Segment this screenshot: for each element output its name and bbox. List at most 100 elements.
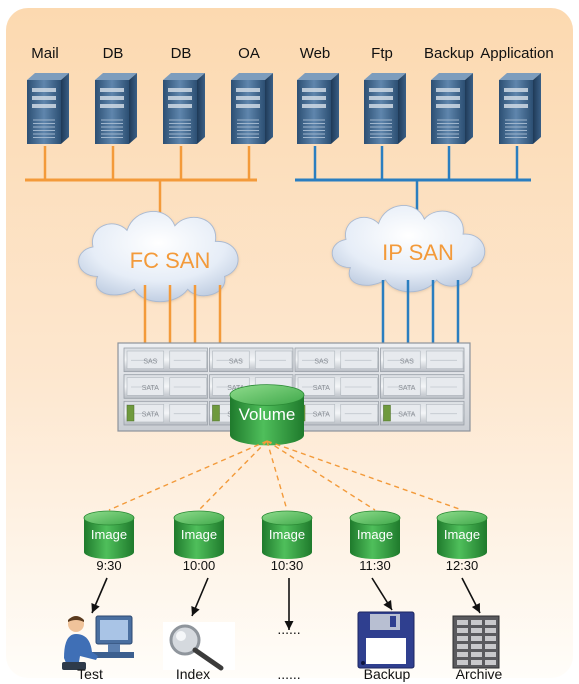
arrow-backup-head — [383, 599, 392, 610]
ip-san-label: IP SAN — [382, 240, 454, 265]
network-layer: FC SAN IP SAN — [25, 178, 531, 345]
server-drive-bay — [236, 96, 260, 100]
storage-drive — [254, 350, 293, 369]
rack-slot — [485, 660, 496, 665]
image-cylinder-top — [173, 510, 225, 526]
arrow-test-head — [91, 602, 100, 613]
ellipsis-top-label: ...... — [277, 621, 300, 637]
storage-bay-label: SAS — [229, 358, 243, 365]
storage-bay-label: SAS — [314, 358, 328, 365]
arrow-archive — [461, 577, 481, 614]
image-cylinder-label: Image — [269, 527, 305, 542]
person-body — [64, 634, 98, 668]
server-drive-bay — [302, 96, 326, 100]
target-label-3: Backup — [364, 666, 411, 682]
floppy-notch — [361, 661, 365, 665]
image-cylinder: Image — [436, 510, 488, 559]
arrow-index-head — [191, 605, 200, 616]
server-drive-bay — [302, 88, 326, 92]
rack-slot — [471, 628, 482, 633]
image-cylinder: Image — [349, 510, 401, 559]
fc-san-label: FC SAN — [130, 248, 211, 273]
server-drive-bay — [100, 88, 124, 92]
server-top — [163, 73, 205, 80]
storage-bay-sata: SATA — [380, 400, 465, 426]
server-drive-bay — [369, 104, 393, 108]
archive-rack-icon — [452, 615, 500, 669]
ip-san-cloud-shape — [331, 205, 486, 293]
rack-slot — [471, 652, 482, 657]
arrow-backup — [371, 577, 393, 611]
image-cylinder-body — [350, 518, 400, 559]
server-top — [431, 73, 473, 80]
rack-slot — [471, 620, 482, 625]
server-label: DB — [103, 45, 124, 62]
server-top — [231, 73, 273, 80]
server-mail-0: Mail — [27, 45, 69, 180]
storage-drive — [297, 350, 336, 369]
storage-bay-sata: SATA — [294, 374, 379, 399]
server-drive-bay — [504, 88, 528, 92]
storage-bay-sas: SAS — [123, 347, 208, 373]
storage-bay-sas: SAS — [294, 347, 379, 373]
rack-slot — [471, 636, 482, 641]
storage-bay-label: SATA — [398, 385, 416, 392]
server-application-7: Application — [480, 45, 554, 180]
volume-cylinder-top — [229, 384, 305, 406]
image-cylinder: Image — [261, 510, 313, 559]
storage-drive — [383, 350, 421, 369]
floppy-disk-icon — [357, 611, 415, 669]
rack-slot — [457, 652, 468, 657]
server-label: Backup — [424, 45, 474, 62]
storage-bay-sas: SAS — [209, 347, 294, 373]
server-label: Ftp — [371, 45, 393, 62]
volume-image-link — [266, 440, 463, 511]
rack-slot — [471, 644, 482, 649]
server-drive-bay — [436, 96, 460, 100]
server-drive-bay — [369, 88, 393, 92]
server-oa-3: OA — [231, 45, 273, 180]
server-web-4: Web — [297, 45, 339, 180]
keyboard — [92, 652, 134, 658]
storage-bay-sas: SAS — [380, 347, 465, 373]
server-drive-bay — [168, 88, 192, 92]
server-top — [27, 73, 69, 80]
arrow-test — [91, 577, 108, 614]
image-time-label: 10:30 — [271, 558, 304, 573]
image-cylinder-top — [349, 510, 401, 526]
image-cylinder-top — [83, 510, 135, 526]
server-top — [297, 73, 339, 80]
image-cylinder-label: Image — [357, 527, 393, 542]
monitor-screen — [100, 620, 128, 640]
storage-bay-label: SATA — [227, 385, 245, 392]
image-cylinder-body — [84, 518, 134, 559]
image-layer: Image9:30Image10:00Image10:30Image11:30I… — [62, 440, 503, 682]
storage-drive — [425, 377, 464, 396]
server-label: Mail — [31, 45, 59, 62]
server-drive-bay — [32, 88, 56, 92]
server-drive-bay — [236, 88, 260, 92]
storage-led-icon — [212, 405, 220, 422]
server-drive-bay — [168, 96, 192, 100]
server-side — [265, 73, 273, 144]
storage-bay-label: SAS — [143, 358, 157, 365]
image-cylinder-body — [437, 518, 487, 559]
server-side — [465, 73, 473, 144]
rack-slot — [485, 644, 496, 649]
server-layer: Mail DB DB OA Web Ftp Backup Application — [27, 45, 554, 180]
server-label: DB — [171, 45, 192, 62]
server-label: OA — [238, 45, 260, 62]
storage-drive — [126, 377, 165, 396]
server-drive-bay — [436, 104, 460, 108]
image-cylinder-body — [174, 518, 224, 559]
target-label-1: Index — [176, 666, 210, 682]
server-top — [95, 73, 137, 80]
storage-drive — [340, 350, 378, 369]
storage-led-icon — [383, 405, 391, 422]
